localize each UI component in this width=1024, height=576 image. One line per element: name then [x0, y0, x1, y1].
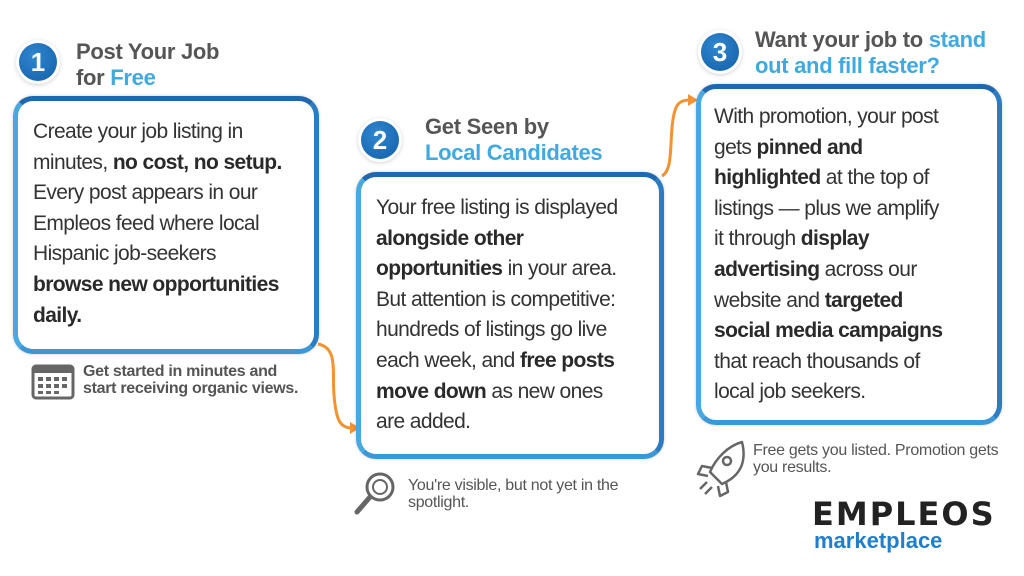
body-line: Empleos feed where local [33, 209, 282, 240]
body-line: local job seekers. [714, 377, 942, 408]
body-text: With promotion, your post [714, 105, 939, 128]
body-text: minutes, [33, 150, 113, 174]
step-3-title: Want your job to stand out and fill fast… [755, 27, 986, 79]
arrow-step1-to-step2 [317, 342, 353, 430]
step-3-card [696, 84, 1002, 425]
body-text-bold: free posts [519, 348, 615, 372]
step-3-title-pre: Want your job to [755, 27, 929, 52]
step-1-card [13, 96, 319, 354]
body-text-bold: display [800, 227, 870, 251]
body-line: daily. [33, 301, 282, 332]
body-text-bold: daily. [33, 303, 82, 327]
step-2-title-highlight: Local Candidates [425, 140, 603, 165]
body-text: Create your job listing in [33, 120, 243, 143]
body-text-bold: pinned and [756, 135, 864, 159]
body-line: that reach thousands of [714, 347, 942, 378]
body-line: listings — plus we amplify [714, 194, 942, 225]
body-text: local job seekers. [714, 380, 866, 404]
body-line: Every post appears in our [33, 178, 282, 209]
step-1-body: Create your job listing in minutes, no co… [33, 117, 282, 331]
step-2-title: Get Seen by Local Candidates [425, 114, 603, 166]
body-line: highlighted at the top of [714, 163, 942, 194]
body-text-bold: targeted [824, 288, 904, 312]
body-text: in your area. [502, 257, 618, 281]
step-3-badge: 3 [701, 33, 739, 71]
step-2-badge: 2 [361, 121, 399, 159]
arrow-head-1 [350, 422, 360, 434]
body-line: hundreds of listings go live [376, 315, 618, 346]
body-line: are added. [376, 407, 618, 438]
step-2-title-line1: Get Seen by [425, 114, 549, 139]
step-2-body: Your free listing is displayed alongside … [376, 193, 618, 438]
body-text-bold: no cost, no setup. [112, 150, 282, 174]
body-line: it through display [714, 224, 942, 255]
body-line: opportunities in your area. [376, 254, 618, 285]
body-line: advertising across our [714, 255, 942, 286]
step-1-title: Post Your Job for Free [76, 39, 220, 91]
step-3-body: With promotion, your post gets pinned and… [714, 102, 943, 408]
step-1-title-pre: for [76, 65, 111, 90]
body-line: Create your job listing in [33, 117, 282, 148]
body-line: move down as new ones [376, 377, 618, 408]
body-text: Empleos feed where local [33, 211, 260, 235]
body-line: gets pinned and [714, 133, 942, 164]
step-3-title-highlight-1: stand [928, 27, 986, 52]
body-text-bold: move down [376, 379, 487, 403]
body-line: Hispanic job-seekers [33, 239, 282, 270]
body-text: are added. [376, 410, 471, 434]
step-3-title-highlight-2: out and fill faster? [755, 53, 940, 78]
body-text: that reach thousands of [714, 349, 920, 373]
body-text: at the top of [820, 166, 930, 190]
logo-brand: EMPLEOS [812, 495, 996, 533]
body-line: alongside other [376, 224, 618, 255]
step-1-badge: 1 [19, 43, 57, 81]
body-text: But attention is competitive: [376, 287, 616, 311]
body-line: social media campaigns [714, 316, 943, 347]
body-text-bold: opportunities [376, 257, 503, 281]
body-line: With promotion, your post [714, 102, 942, 133]
body-text: it through [714, 227, 801, 251]
body-text: as new ones [486, 379, 603, 403]
arrow-step2-to-step3 [661, 98, 691, 178]
body-line: Your free listing is displayed [376, 193, 618, 224]
arrow-head-2 [688, 94, 698, 106]
body-text: Your free listing is displayed [376, 196, 618, 219]
logo-subtitle: marketplace [814, 528, 943, 553]
step-1-title-highlight: Free [110, 65, 156, 90]
body-text: gets [714, 135, 757, 159]
step-2-note: You're visible, but not yet in the spotl… [408, 477, 619, 511]
body-line: each week, and free posts [376, 346, 618, 377]
body-text-bold: social media campaigns [714, 319, 943, 343]
body-text: hundreds of listings go live [376, 318, 607, 342]
body-text: each week, and [376, 348, 520, 372]
step-1-note: Get started in minutes and start receivi… [83, 363, 299, 397]
body-line: website and targeted [714, 286, 942, 317]
body-line: minutes, no cost, no setup. [33, 148, 282, 179]
empleos-logo: EMPLEOS marketplace [812, 498, 996, 552]
body-text: across our [819, 257, 918, 281]
body-text-bold: advertising [714, 257, 820, 281]
body-line: But attention is competitive: [376, 285, 618, 316]
step-3-note: Free gets you listed. Promotion gets you… [753, 442, 999, 476]
body-text: listings — plus we amplify [714, 196, 939, 220]
body-text-bold: browse new opportunities [33, 272, 279, 296]
body-text-bold: highlighted [714, 166, 821, 190]
body-text: Every post appears in our [33, 181, 258, 205]
body-text-bold: alongside other [376, 226, 524, 250]
body-line: browse new opportunities [33, 270, 282, 301]
body-text: Hispanic job-seekers [33, 242, 217, 266]
step-2-card [356, 172, 664, 459]
step-1-title-line1: Post Your Job [76, 39, 220, 64]
body-text: website and [714, 288, 825, 312]
